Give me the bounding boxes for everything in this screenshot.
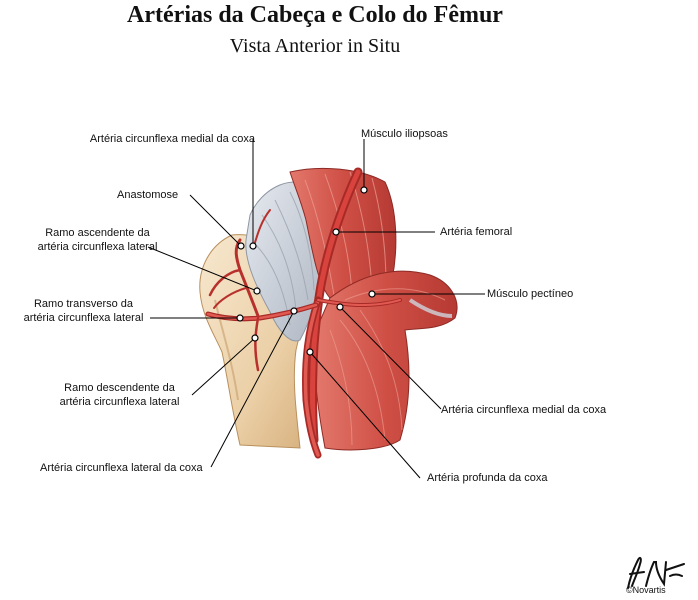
label-ramo-descendente: Ramo descendente da artéria circunflexa … [52, 381, 187, 409]
page-title: Artérias da Cabeça e Colo do Fêmur [127, 2, 503, 28]
label-ramo-transverso-line2: artéria circunflexa lateral [23, 312, 144, 324]
anchor-pectineo [368, 290, 376, 298]
anchor-profunda [306, 348, 314, 356]
leader-lines [147, 139, 485, 479]
anchor-ramo-descendente [251, 334, 259, 342]
arteries [205, 167, 402, 459]
label-anastomose: Anastomose [117, 189, 179, 201]
label-lateral-circumflex: Artéria circunflexa lateral da coxa [40, 462, 203, 474]
publisher-copyright: ©Novartis [626, 585, 666, 595]
label-medial-circumflex-bottom: Artéria circunflexa medial da coxa [441, 404, 607, 416]
label-femoral: Artéria femoral [440, 226, 513, 238]
label-ramo-transverso-line1: Ramo transverso da [33, 298, 134, 310]
label-ramo-ascendente-line1: Ramo ascendente da [45, 227, 150, 239]
anchor-medial-bottom [336, 303, 344, 311]
label-pectineo: Músculo pectíneo [487, 288, 574, 300]
anchor-lateral-bottom [290, 307, 298, 315]
label-ramo-descendente-line1: Ramo descendente da [64, 382, 175, 394]
page-subtitle: Vista Anterior in Situ [229, 35, 401, 57]
label-ramo-transverso: Ramo transverso da artéria circunflexa l… [16, 297, 151, 325]
anchor-femoral [332, 228, 340, 236]
label-iliopsoas: Músculo iliopsoas [361, 128, 448, 140]
label-profunda: Artéria profunda da coxa [427, 472, 548, 484]
label-ramo-ascendente: Ramo ascendente da artéria circunflexa l… [30, 226, 165, 254]
anchor-ramo-ascendente [253, 287, 261, 295]
label-ramo-descendente-line2: artéria circunflexa lateral [59, 396, 180, 408]
anchor-medial-top [249, 242, 257, 250]
anchor-iliopsoas [360, 186, 368, 194]
pectineus-muscle [314, 270, 458, 451]
anchor-points [236, 186, 376, 356]
anchor-anastomose [237, 242, 245, 250]
label-medial-circumflex-top: Artéria circunflexa medial da coxa [89, 133, 255, 145]
label-ramo-ascendente-line2: artéria circunflexa lateral [37, 241, 158, 253]
netter-signature-logo [627, 556, 685, 589]
anchor-ramo-transverso [236, 314, 244, 322]
